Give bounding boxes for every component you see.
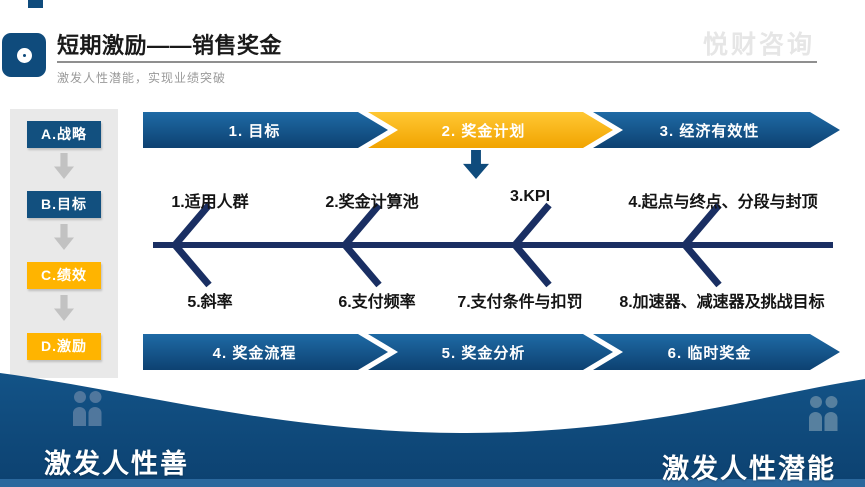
top-accent-bar	[28, 0, 43, 8]
process-step-2-bonus-plan: 2. 奖金计划	[368, 112, 613, 148]
footer-slogan-right: 激发人性潜能	[662, 454, 836, 484]
sidebar-item-performance: C.绩效	[27, 262, 101, 289]
fishbone-label-applicable-group: 1.适用人群	[171, 194, 249, 211]
page-subtitle: 激发人性潜能，实现业绩突破	[57, 71, 227, 85]
ring-icon	[16, 47, 32, 63]
sidebar-item-goal: B.目标	[27, 191, 101, 218]
fishbone-label-start-end: 4.起点与终点、分段与封顶	[628, 194, 818, 211]
fishbone-label-bonus-pool: 2.奖金计算池	[325, 194, 419, 211]
people-icon	[809, 396, 838, 431]
process-step-3-economic-effectiveness: 3. 经济有效性	[593, 112, 840, 148]
fishbone-label-pay-frequency: 6.支付频率	[338, 294, 416, 311]
fishbone-label-accelerator: 8.加速器、减速器及挑战目标	[619, 294, 825, 311]
footer-slogan-left: 激发人性善	[44, 449, 189, 479]
process-step-5-bonus-analysis: 5. 奖金分析	[368, 334, 613, 370]
title-divider	[57, 61, 817, 63]
process-step-6-temporary-bonus: 6. 临时奖金	[593, 334, 840, 370]
fishbone-branch-icon	[510, 202, 552, 288]
footer-wave	[0, 373, 865, 487]
fishbone-label-pay-conditions: 7.支付条件与扣罚	[457, 294, 583, 311]
sidebar-item-incentive: D.激励	[27, 333, 101, 360]
fishbone-label-kpi: 3.KPI	[509, 188, 551, 205]
fishbone-branch-icon	[170, 202, 212, 288]
page-title: 短期激励——销售奖金	[57, 33, 283, 58]
process-step-1-goal: 1. 目标	[143, 112, 388, 148]
footer-bottom-strip	[0, 479, 865, 487]
fishbone-branch-icon	[340, 202, 382, 288]
watermark-text: 悦财咨询	[703, 31, 816, 59]
fishbone-branch-icon	[680, 202, 722, 288]
sidebar-item-strategy: A.战略	[27, 121, 101, 148]
process-step-4-bonus-process: 4. 奖金流程	[143, 334, 388, 370]
footer-band	[0, 373, 865, 487]
fishbone-label-slope: 5.斜率	[187, 294, 233, 311]
company-logo	[2, 33, 46, 77]
arrow-down-icon	[463, 150, 489, 179]
people-icon	[73, 391, 102, 426]
fishbone-diagram	[153, 202, 833, 288]
